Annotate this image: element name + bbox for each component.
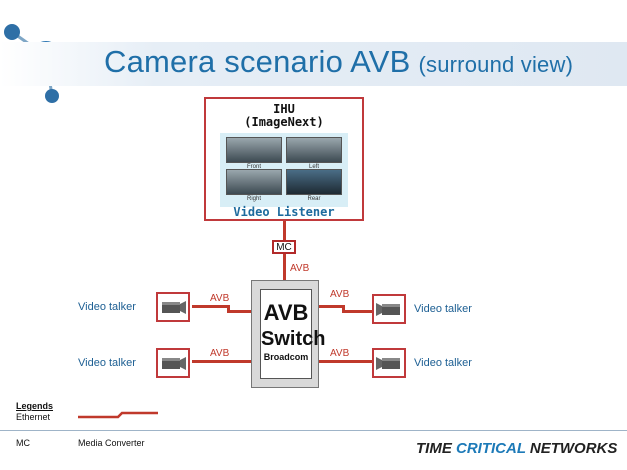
camera-views-panel: Front Left Right Rear bbox=[220, 133, 348, 207]
brand-part1: TIME bbox=[416, 440, 456, 457]
title-band bbox=[0, 42, 627, 86]
title-main: Camera scenario AVB bbox=[104, 44, 411, 79]
front-view-image bbox=[226, 137, 282, 163]
ihu-title-line2: (ImageNext) bbox=[244, 115, 324, 129]
rear-view-image bbox=[286, 169, 342, 195]
link-left-top-a bbox=[192, 305, 228, 308]
camera-icon bbox=[372, 348, 406, 378]
left-view-image bbox=[286, 137, 342, 163]
left-view-label: Left bbox=[308, 164, 319, 170]
link-left-top-b bbox=[228, 310, 251, 313]
ihu-title-line1: IHU bbox=[273, 102, 295, 116]
video-talker-label: Video talker bbox=[78, 301, 136, 313]
ihu-link-line bbox=[283, 221, 286, 240]
brand-part2: CRITICAL bbox=[456, 440, 526, 457]
switch-switch-text: Switch bbox=[261, 328, 326, 350]
legend-mc-text: Media Converter bbox=[78, 438, 145, 448]
camera-icon bbox=[156, 348, 190, 378]
mc-box: MC bbox=[272, 240, 296, 254]
title-sub: (surround view) bbox=[418, 52, 574, 77]
avb-label-top: AVB bbox=[290, 263, 310, 274]
link-left-bottom bbox=[192, 360, 251, 363]
camera-icon bbox=[372, 294, 406, 324]
video-talker-label: Video talker bbox=[78, 357, 136, 369]
footer-divider bbox=[0, 430, 627, 431]
avb-label-right-top: AVB bbox=[330, 289, 350, 300]
switch-vendor-text: Broadcom bbox=[263, 352, 309, 362]
link-right-top-b bbox=[342, 310, 372, 313]
link-right-top-step bbox=[342, 305, 345, 313]
rear-view-label: Rear bbox=[307, 196, 321, 202]
mc-switch-link-line bbox=[283, 254, 286, 280]
right-view-label: Right bbox=[246, 196, 261, 202]
avb-label-left-top: AVB bbox=[210, 293, 230, 304]
ihu-box: IHU (ImageNext) Front Left Right Rear Vi… bbox=[204, 97, 364, 221]
front-view-label: Front bbox=[246, 164, 261, 170]
brand-part3: NETWORKS bbox=[525, 440, 618, 457]
link-left-top-step bbox=[227, 305, 230, 313]
avb-label-left-bottom: AVB bbox=[210, 348, 230, 359]
ethernet-legend-line bbox=[78, 411, 158, 419]
link-right-bottom bbox=[319, 360, 372, 363]
brand-logo-text: TIME CRITICAL NETWORKS bbox=[416, 440, 617, 457]
camera-icon bbox=[156, 292, 190, 322]
link-right-top-a bbox=[319, 305, 343, 308]
right-view-image bbox=[226, 169, 282, 195]
avb-label-right-bottom: AVB bbox=[330, 348, 350, 359]
legend-mc-abbr: MC bbox=[16, 438, 30, 448]
slide-title: Camera scenario AVB (surround view) bbox=[104, 44, 573, 80]
switch-avb-text: AVB bbox=[263, 300, 309, 325]
video-talker-label: Video talker bbox=[414, 357, 472, 369]
video-listener-label: Video Listener bbox=[233, 205, 335, 219]
legend-ethernet: Ethernet bbox=[16, 412, 51, 422]
switch-inner: AVB Switch Broadcom bbox=[260, 289, 326, 379]
legend-heading: Legends bbox=[16, 401, 54, 411]
video-talker-label: Video talker bbox=[414, 303, 472, 315]
avb-switch: AVB Switch Broadcom bbox=[251, 280, 326, 388]
